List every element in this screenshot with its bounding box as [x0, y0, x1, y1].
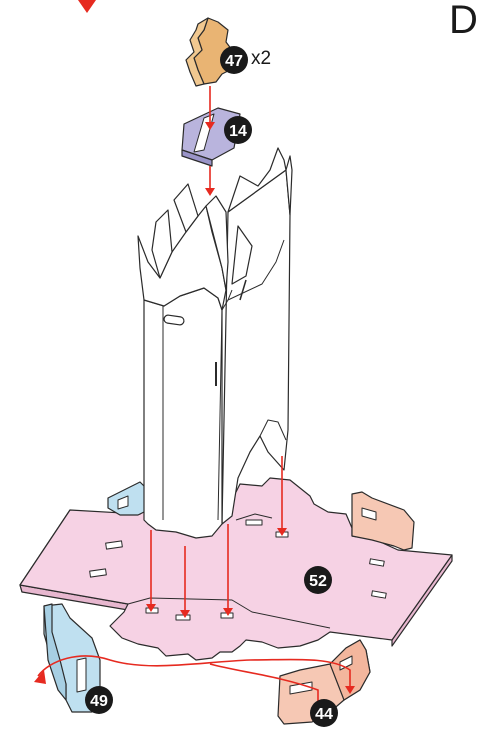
badge-part-47: 47	[220, 46, 248, 74]
badge-part-14: 14	[224, 116, 252, 144]
badge-label: 47	[225, 53, 243, 70]
badge-label: 44	[315, 706, 333, 723]
badge-part-44: 44	[310, 699, 338, 727]
badge-part-52: 52	[304, 566, 332, 594]
badge-part-49: 49	[85, 686, 113, 714]
badge-label: 49	[90, 693, 108, 710]
badge-label: 52	[309, 573, 327, 590]
badge-label: 14	[229, 123, 247, 140]
step-letter: D	[449, 0, 478, 40]
part-47-quantity: x2	[251, 48, 271, 70]
direction-arrow-icon	[78, 0, 96, 13]
